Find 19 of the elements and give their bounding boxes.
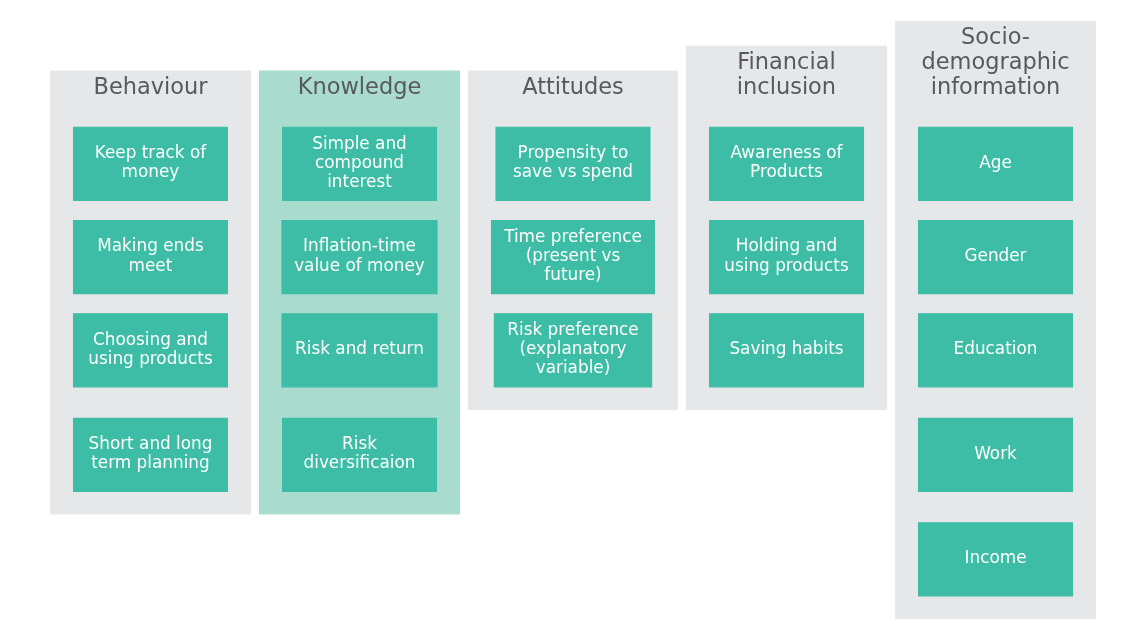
node-box: Income (917, 522, 1073, 597)
node-box: Gender (917, 220, 1073, 295)
node-box: Propensity to save vs spend (494, 126, 651, 201)
node-box: Choosing and using products (72, 313, 228, 388)
node-box: Work (917, 417, 1073, 492)
node-box: Making ends meet (72, 220, 228, 295)
node-box: Education (917, 313, 1073, 388)
node-box: Awareness of Products (708, 126, 864, 201)
node-box: Risk preference (explanatory variable) (493, 313, 652, 388)
node-box: Inflation-time value of money (280, 220, 438, 295)
node-box: Saving habits (708, 313, 864, 388)
node-box: Age (917, 126, 1073, 201)
node-box: Risk diversificaion (281, 417, 437, 492)
node-box: Simple and compound interest (281, 126, 437, 201)
node-box: Short and long term planning (72, 417, 228, 492)
node-box: Time preference (present vs future) (490, 220, 655, 295)
node-box: Holding and using products (708, 220, 864, 295)
node-box: Keep track of money (72, 126, 228, 201)
node-box: Risk and return (280, 313, 438, 388)
